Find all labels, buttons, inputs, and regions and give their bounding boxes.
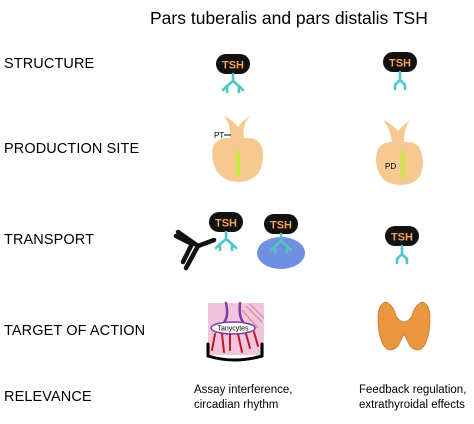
relevance-pt: Assay interference, circadian rhythm [194,383,292,413]
pt-label: PT [214,131,224,140]
glycan-chain [393,70,407,91]
row-label-structure: STRUCTURE [4,56,95,72]
tsh-badge [209,212,243,232]
pituitary-stalk [224,116,250,140]
binding-protein [257,237,305,269]
relevance-pt-line-2: circadian rhythm [194,399,279,411]
tsh-badge [216,54,250,74]
antibody-icon-inner [173,233,195,265]
row-label-transport: TRANSPORT [4,232,95,248]
figure-title: Pars tuberalis and pars distalis TSH [150,8,428,28]
tsh-label: TSH [222,60,244,72]
pituitary-stalk [383,120,410,142]
tanycytes-label: Tanycytes [217,326,249,333]
pituitary-pd: PD [376,120,423,185]
transport-pd: TSH [385,226,419,265]
glycan-chain [395,244,409,265]
row-label-relevance: RELEVANCE [4,389,92,405]
transport-pt: TSH TSH [173,212,305,271]
structure-pd-tsh: TSH [383,52,417,91]
tanycyte-cell [210,321,256,335]
tanycyte-processes [211,331,259,353]
glycan-chain [214,230,238,252]
tsh-label: TSH [389,58,411,70]
glycan-chain [221,72,245,94]
tsh-label: TSH [215,218,237,230]
tsh-label: TSH [391,232,413,244]
relevance-pt-line-1: Assay interference, [194,384,293,396]
pd-label: PD [385,162,396,171]
tsh-label: TSH [270,220,292,232]
capillary-bed [206,342,264,362]
tsh-badge [383,52,417,72]
row-label-target-of-action: TARGET OF ACTION [4,323,146,339]
tanycytes-target: Tanycytes [206,301,265,362]
pd-highlight [401,150,405,178]
thyroid-target [377,301,431,351]
pituitary-gland [376,141,423,185]
relevance-pd-line-1: Feedback regulation, [359,384,467,396]
structure-pt-tsh: TSH [216,54,250,94]
tsh-badge [385,226,419,246]
row-label-production-site: PRODUCTION SITE [4,141,140,157]
relevance-pd-line-2: extrathyroidal effects [359,399,465,411]
pt-highlight [236,150,240,176]
tsh-badge [264,214,298,234]
antibody-icon [175,229,217,271]
pituitary-pt: PT [212,116,264,182]
relevance-pd: Feedback regulation, extrathyroidal effe… [359,383,466,413]
thyroid-gland [377,301,431,351]
